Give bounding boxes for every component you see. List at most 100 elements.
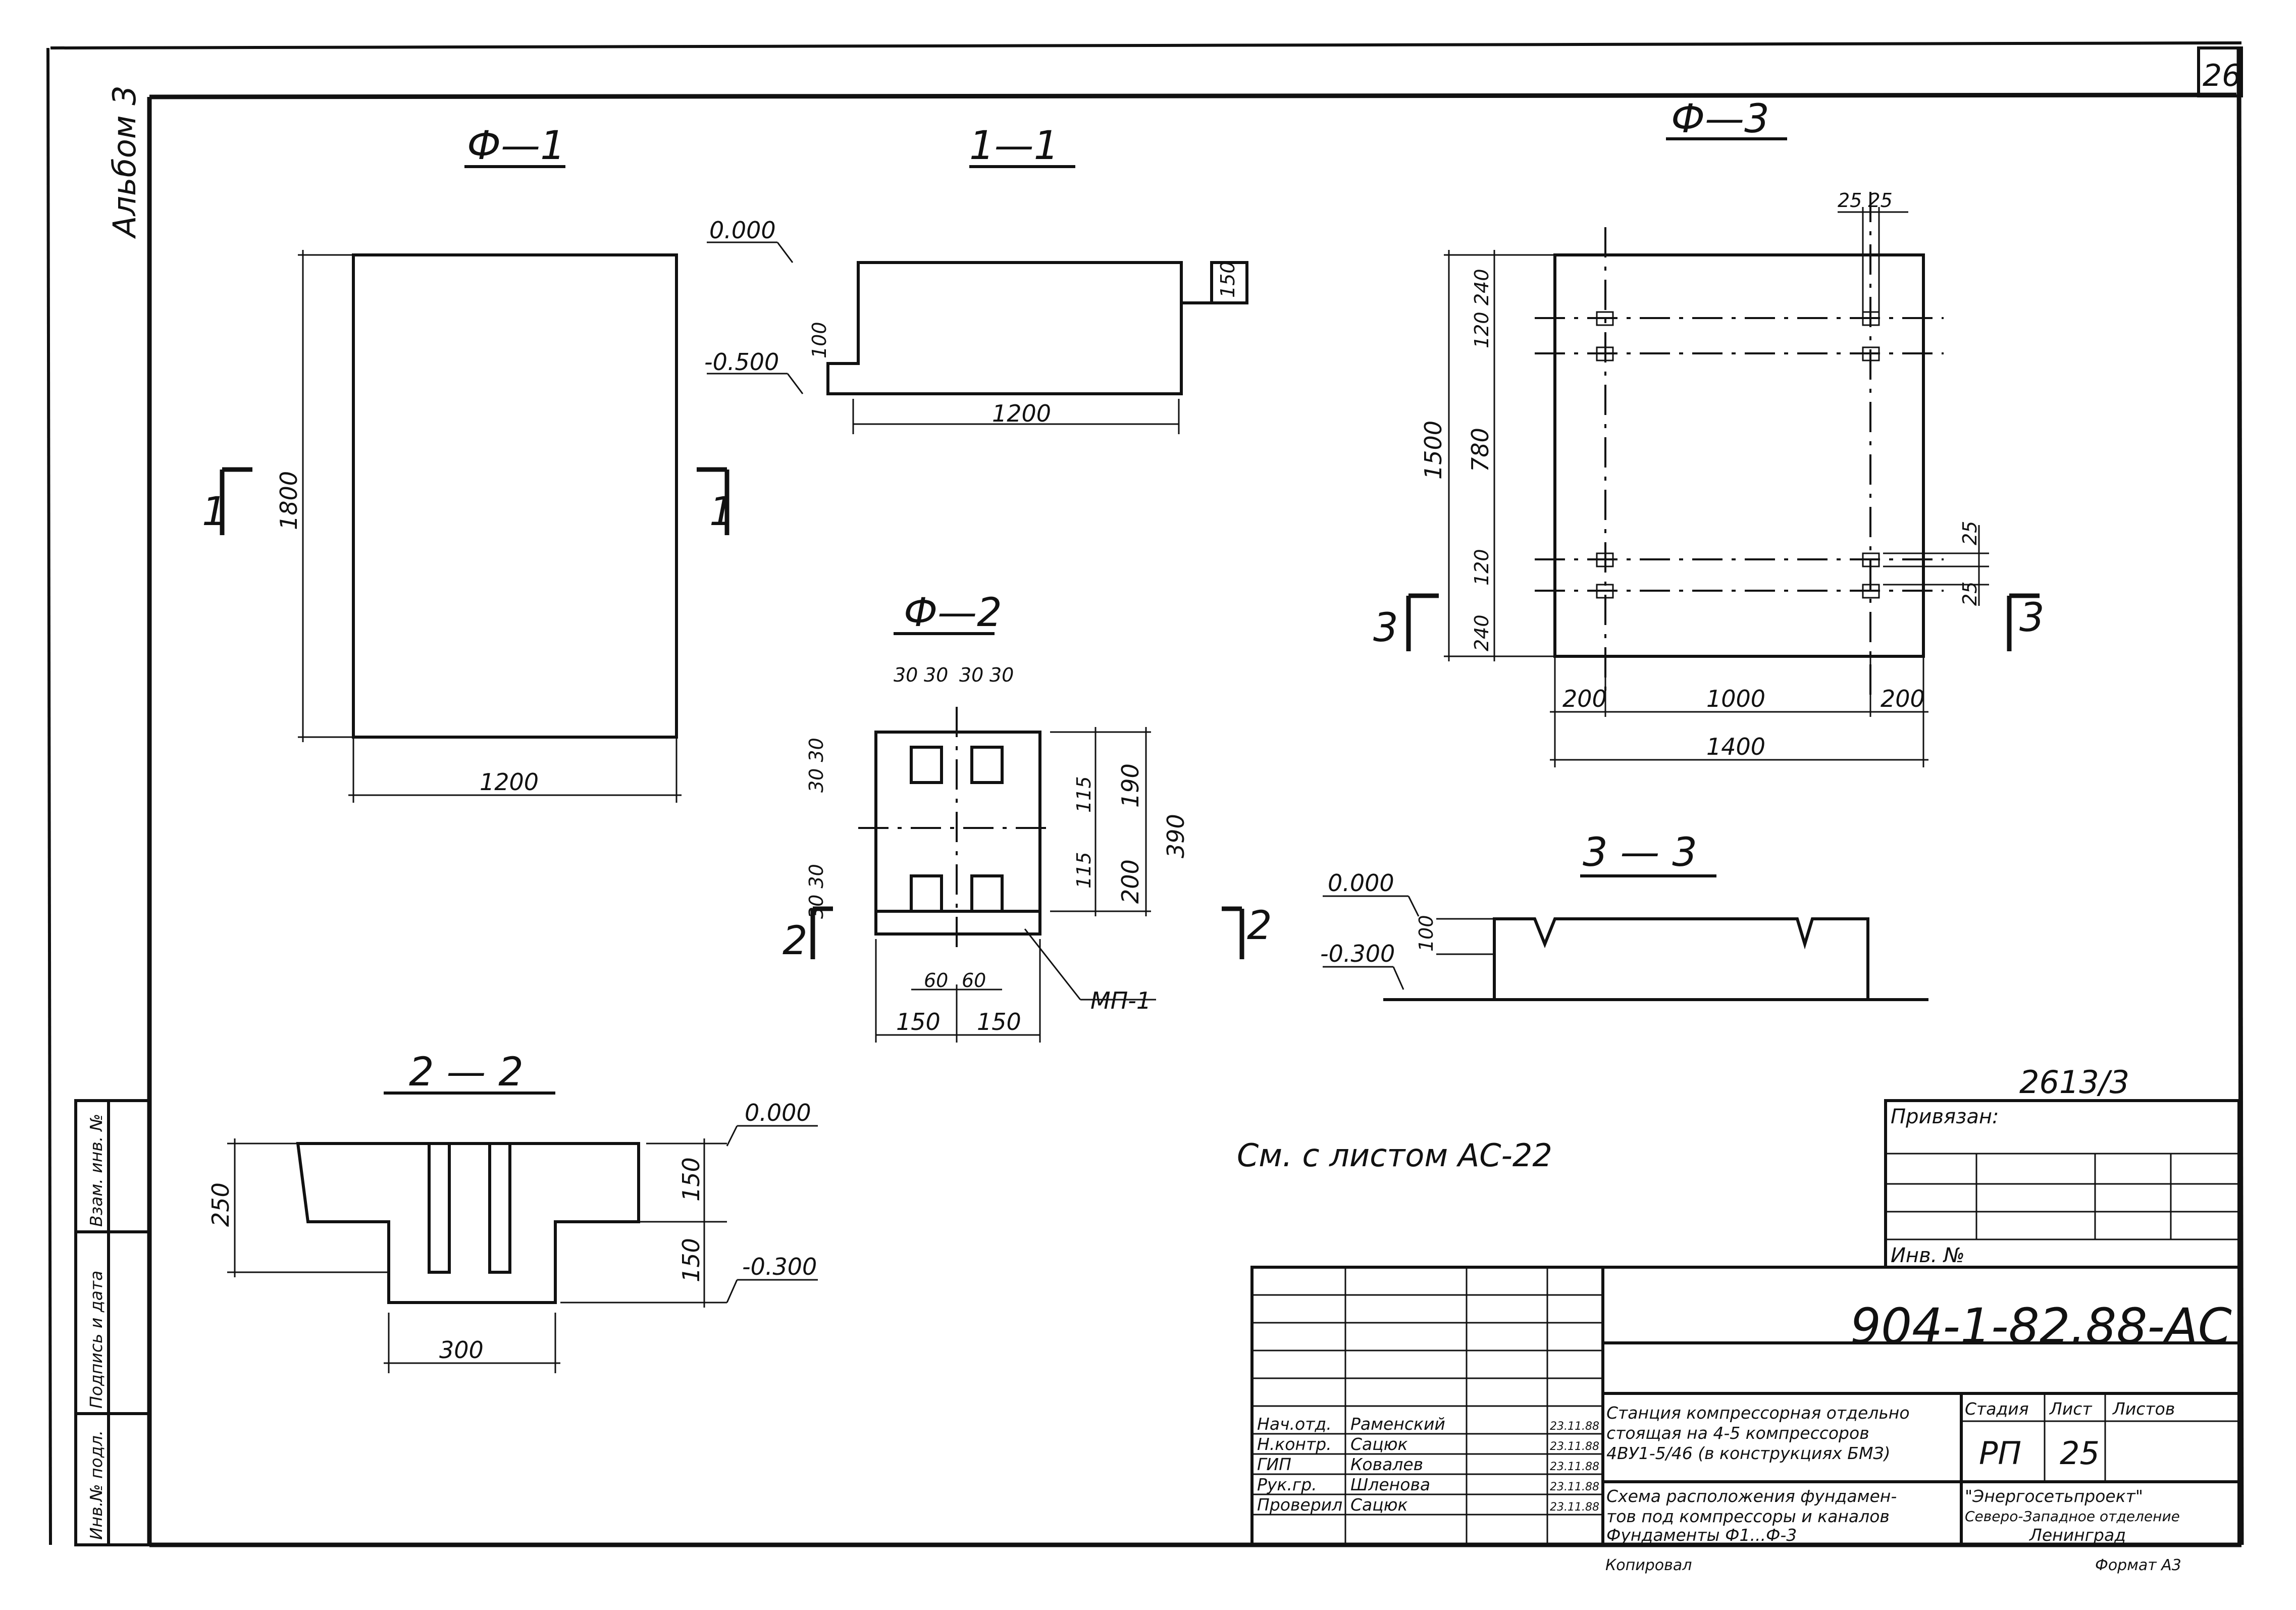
view-f2-dim-total: 390 — [1162, 814, 1189, 858]
view-f2-cut-right: 2 — [1247, 903, 1272, 949]
view-f3-cut-left: 3 — [1373, 605, 1398, 651]
section-33-step: 100 — [1415, 915, 1437, 952]
view-f3 — [1406, 137, 2040, 767]
title-block — [1250, 1266, 2240, 1546]
section-11-right: 150 — [1217, 261, 1239, 298]
view-f2-dim-right-1: 190 — [1117, 763, 1144, 808]
tb-role-4: Рук.гр. — [1257, 1475, 1317, 1494]
section-33-title: 3 — 3 — [1583, 830, 1697, 875]
view-f2-dim-bottom-2: 150 — [977, 1008, 1021, 1035]
tb-date-1: 23.11.88 — [1550, 1420, 1599, 1433]
view-f2-dim-inner-2: 115 — [1073, 852, 1095, 889]
tb-role-5: Проверил — [1257, 1495, 1342, 1515]
view-f2-dim-top-3: 30 — [959, 664, 983, 686]
view-f3-dim-right-1: 25 — [1959, 521, 1981, 545]
bottom-format-label: Формат А3 — [2095, 1556, 2181, 1574]
tb-sheet-line-1: Схема расположения фундамен- — [1606, 1486, 1897, 1506]
view-f3-dim-total-left: 1500 — [1420, 421, 1447, 480]
section-22-level-bottom: -0.300 — [742, 1253, 817, 1280]
view-f3-dim-bottom-2: 1000 — [1706, 685, 1765, 712]
view-f2-dim-top-1: 30 — [894, 664, 918, 686]
view-f2-title: Ф—2 — [904, 590, 1002, 636]
tb-role-2: Н.контр. — [1257, 1434, 1332, 1454]
section-22-dim-bottom: 300 — [439, 1336, 484, 1364]
view-f2-cut-left: 2 — [782, 918, 808, 964]
tb-date-4: 23.11.88 — [1550, 1481, 1599, 1493]
section-22-dim-left: 250 — [207, 1182, 234, 1227]
tb-org-line-1: "Энергосетьпроект" — [1965, 1486, 2143, 1506]
tb-date-3: 23.11.88 — [1550, 1461, 1599, 1473]
binding-inv-label: Инв. № — [1891, 1244, 1965, 1267]
section-22-level-top: 0.000 — [745, 1099, 811, 1126]
view-f2-dim-left-top: 30 30 — [805, 738, 827, 793]
tb-org-line-3: Ленинград — [2029, 1525, 2126, 1545]
side-stamp-sign: Подпись и дата — [86, 1271, 106, 1409]
tb-date-5: 23.11.88 — [1550, 1501, 1599, 1514]
tb-sheet-line-2: тов под компрессоры и каналов — [1606, 1507, 1890, 1526]
section-11-title: 1—1 — [969, 123, 1059, 169]
view-f3-dim-top: 25 25 — [1838, 189, 1893, 212]
view-f3-dim-bottom-1: 200 — [1562, 685, 1607, 712]
album-label: Альбом 3 — [106, 85, 143, 239]
tb-name-5: Сацюк — [1350, 1495, 1408, 1515]
tb-project-line-2: стоящая на 4-5 компрессоров — [1606, 1423, 1869, 1443]
side-stamp-inv: Инв.№ подл. — [86, 1430, 106, 1540]
tb-name-4: Шленова — [1350, 1475, 1430, 1494]
section-11-level-top: 0.000 — [709, 217, 776, 244]
bottom-copy-label: Копировал — [1605, 1556, 1692, 1574]
section-11-level-bottom: -0.500 — [704, 348, 779, 376]
tb-org-line-2: Северо-Западное отделение — [1965, 1508, 2180, 1525]
side-stamp-replace: Взам. инв. № — [86, 1114, 106, 1227]
view-f2-dim-bottom-small-1: 60 — [924, 969, 948, 992]
view-f1-width: 1200 — [480, 768, 539, 796]
view-f2-dim-top-4: 30 — [989, 664, 1014, 686]
view-f2-dim-bottom-1: 150 — [896, 1008, 941, 1035]
section-22-dim-right-1: 150 — [677, 1157, 705, 1202]
section-33-level-top: 0.000 — [1328, 869, 1394, 897]
view-f3-dim-left-2: 120 — [1471, 311, 1493, 348]
tb-date-2: 23.11.88 — [1550, 1440, 1599, 1453]
tb-sheets-header: Листов — [2112, 1399, 2175, 1419]
view-f3-title: Ф—3 — [1671, 96, 1769, 142]
section-11-width: 1200 — [992, 400, 1051, 427]
section-11-step: 100 — [808, 322, 830, 358]
binding-label: Привязан: — [1891, 1105, 1999, 1128]
drawing-code: 904-1-82.88-AC — [1850, 1298, 2232, 1355]
view-f3-dim-left-4: 120 — [1471, 549, 1493, 586]
sheet-frame — [46, 41, 2244, 1547]
view-f3-dim-right-2: 25 — [1959, 582, 1981, 606]
page-number: 26 — [2203, 58, 2241, 93]
view-f3-dim-left-5: 240 — [1471, 614, 1493, 651]
view-f3-dim-bottom-3: 200 — [1881, 685, 1925, 712]
view-f1-title: Ф—1 — [467, 123, 565, 169]
section-11 — [707, 165, 1248, 434]
view-f3-dim-left-3: 780 — [1467, 428, 1494, 472]
series-number: 2613/3 — [2019, 1064, 2129, 1101]
tb-sheet-no: 25 — [2060, 1435, 2100, 1472]
view-f2-dim-right-2: 200 — [1117, 859, 1144, 904]
section-22-dim-right-2: 150 — [677, 1238, 705, 1282]
tb-stage: РП — [1979, 1435, 2021, 1472]
tb-project-line-3: 4ВУ1-5/46 (в конструкциях БМЗ) — [1606, 1443, 1890, 1463]
tb-project-line-1: Станция компрессорная отдельно — [1606, 1403, 1910, 1423]
tb-sheet-header: Лист — [2049, 1399, 2093, 1419]
view-f3-cut-right: 3 — [2019, 595, 2045, 641]
section-33-level-bottom: -0.300 — [1320, 940, 1395, 967]
view-f2-plate-label: МП-1 — [1090, 987, 1151, 1014]
view-f1-cut-left: 1 — [202, 489, 227, 535]
section-22-title: 2 — 2 — [409, 1050, 524, 1095]
view-f2-dim-bottom-small-2: 60 — [962, 969, 986, 992]
view-f2-dim-inner-1: 115 — [1073, 776, 1095, 813]
tb-name-1: Раменский — [1350, 1414, 1445, 1434]
view-f1-cut-right: 1 — [709, 489, 735, 535]
section-22 — [227, 1092, 818, 1373]
cross-reference-note: См. с листом АС-22 — [1237, 1137, 1552, 1174]
section-33 — [1323, 874, 1928, 1001]
view-f2 — [810, 632, 1244, 1043]
view-f3-dim-left-1: 240 — [1471, 269, 1493, 305]
view-f1-height: 1800 — [275, 471, 302, 530]
view-f1 — [220, 165, 729, 803]
tb-role-3: ГИП — [1257, 1455, 1291, 1474]
side-stamp — [74, 1099, 151, 1546]
